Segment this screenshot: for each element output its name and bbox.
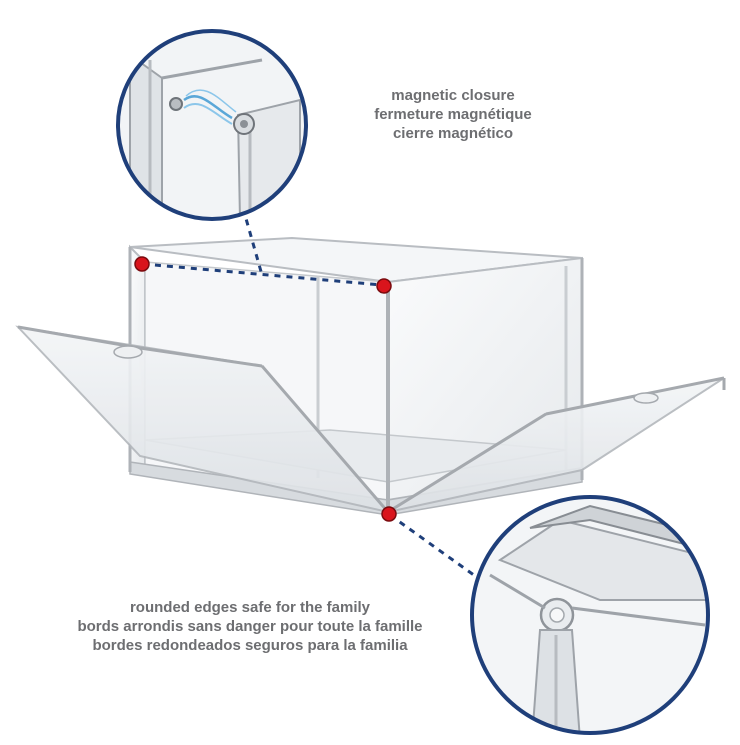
red-marker-dot (134, 256, 150, 272)
caption-fr: bords arrondis sans danger pour toute la… (77, 618, 423, 635)
caption-en: magnetic closure (391, 87, 515, 104)
caption-es: bordes redondeados seguros para la famil… (92, 637, 408, 654)
caption-fr: fermeture magnétique (374, 106, 532, 123)
caption-en: rounded edges safe for the family (129, 599, 371, 616)
right-door (387, 376, 726, 514)
corner-callout-circle (470, 495, 710, 735)
red-marker-dots (134, 256, 397, 522)
magnet-callout-circle (116, 29, 308, 221)
rounded-edges-caption: rounded edges safe for the family bords … (20, 598, 480, 655)
magnetic-closure-caption: magnetic closure fermeture magnétique ci… (318, 86, 588, 143)
red-marker-dot (376, 278, 392, 294)
dotted-connectors (142, 207, 479, 580)
red-marker-dot (381, 506, 397, 522)
caption-es: cierre magnético (392, 125, 514, 142)
